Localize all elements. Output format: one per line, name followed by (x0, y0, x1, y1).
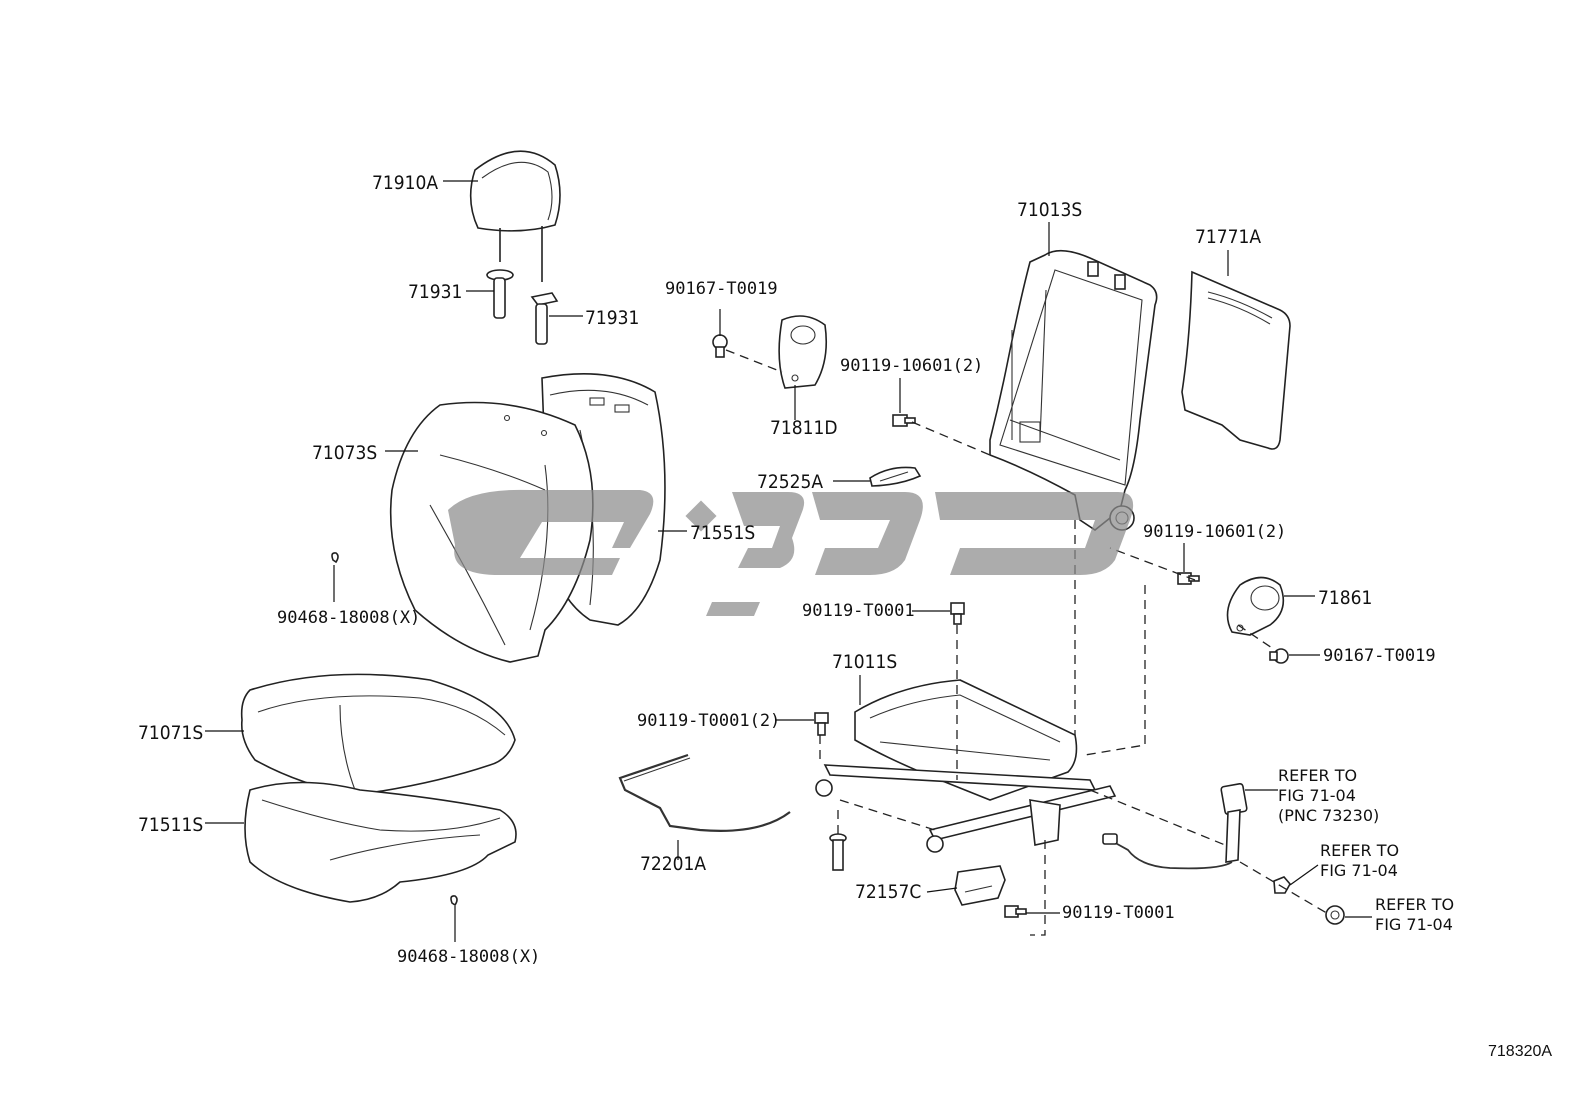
label-recliner-cover: 71861 (1318, 587, 1372, 609)
label-bolt-frame-lower: 90119-10601(2) (1143, 522, 1286, 542)
label-back-pad: 71551S (690, 522, 755, 544)
lever (869, 466, 922, 487)
label-bolt-frame-upper: 90119-10601(2) (840, 356, 983, 376)
part-labels: 71910A 71931 71931 71073S 71551S 90468-1… (138, 172, 1552, 1060)
back-board (1181, 270, 1291, 450)
label-bolt-bottom: 90119-T0001 (1062, 903, 1175, 923)
cushion-cover (240, 673, 516, 796)
headrest (469, 150, 561, 282)
screw-lower (1269, 648, 1289, 664)
label-lever: 72525A (757, 471, 823, 493)
recliner-cover (1226, 576, 1285, 636)
rail-cover (954, 865, 1006, 906)
refer-note-1-line-3: (PNC 73230) (1278, 806, 1379, 825)
label-back-frame: 71013S (1017, 199, 1082, 221)
label-cushion-cover: 71071S (138, 722, 203, 744)
refer-note-2-line-1: REFER TO (1320, 841, 1399, 860)
figure-id: 718320A (1488, 1043, 1552, 1060)
label-screw-upper: 90167-T0019 (665, 279, 778, 299)
cushion-pad (244, 781, 517, 903)
bolt-single (950, 602, 965, 625)
hog-ring-lower (450, 895, 458, 907)
shield-upper (778, 315, 828, 389)
bolt-pair (814, 712, 829, 736)
label-cushion-pad: 71511S (138, 814, 203, 836)
screw-upper (712, 334, 728, 358)
cushion-frame (815, 679, 1117, 853)
label-wire: 72201A (640, 853, 706, 875)
label-headrest-support-right: 71931 (585, 307, 639, 329)
assembly-lines (725, 349, 1331, 936)
bolt-bottom (1004, 905, 1027, 918)
headrest-support-right (530, 292, 559, 345)
refer-note-3-line-1: REFER TO (1375, 895, 1454, 914)
pin (829, 833, 847, 871)
label-bolt-single: 90119-T0001 (802, 601, 915, 621)
label-hog-ring-lower: 90468-18008(X) (397, 947, 540, 967)
back-frame (989, 249, 1158, 531)
refer-note-1-line-2: FIG 71-04 (1278, 786, 1356, 805)
label-hog-ring-upper: 90468-18008(X) (277, 608, 420, 628)
label-back-board: 71771A (1195, 226, 1261, 248)
headrest-support-left (486, 269, 514, 319)
label-headrest: 71910A (372, 172, 438, 194)
label-headrest-support-left: 71931 (408, 281, 462, 303)
label-back-cover: 71073S (312, 442, 377, 464)
wire (618, 753, 791, 832)
leader-lines (205, 180, 1372, 942)
label-bolt-pair: 90119-T0001(2) (637, 711, 780, 731)
label-shield-upper: 71811D (770, 417, 838, 439)
nut-large (1325, 905, 1345, 925)
hog-ring-upper (331, 552, 339, 564)
bolt-frame-lower (1177, 572, 1200, 585)
label-rail-cover: 72157C (855, 881, 921, 903)
refer-note-1-line-1: REFER TO (1278, 766, 1357, 785)
label-screw-lower: 90167-T0019 (1323, 646, 1436, 666)
refer-note-3-line-2: FIG 71-04 (1375, 915, 1453, 934)
refer-note-2-line-2: FIG 71-04 (1320, 861, 1398, 880)
label-cushion-frame: 71011S (832, 651, 897, 673)
bolt-frame-upper (892, 414, 916, 427)
seatbelt-buckle (1102, 782, 1248, 870)
nut-small (1273, 876, 1291, 894)
brand-logo-watermark (448, 489, 1134, 616)
